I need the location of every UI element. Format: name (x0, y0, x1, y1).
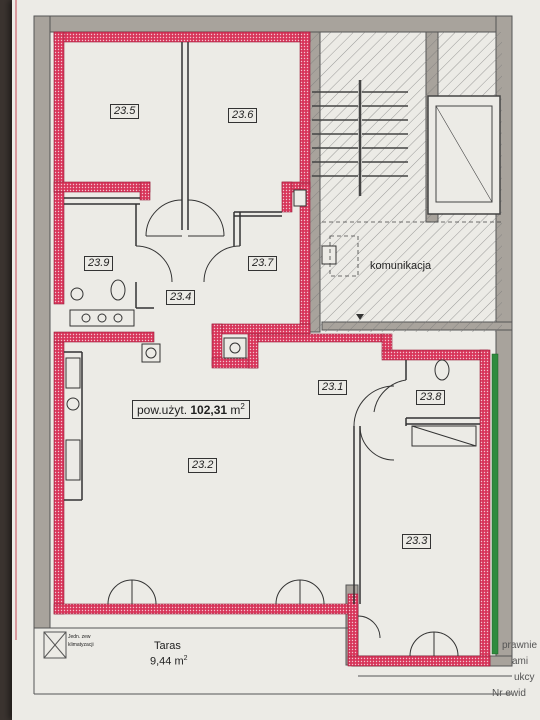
room-label-23-5: 23.5 (110, 104, 140, 119)
staircase (312, 80, 408, 196)
margin-note-4: Nr ewid (492, 688, 526, 699)
usable-area-label: pow.użyt. 102,31 m2 (132, 400, 250, 419)
floor-plan-drawing (15, 0, 513, 695)
usable-area-prefix: pow.użyt. (137, 403, 188, 417)
sanitary-fixtures (65, 189, 477, 481)
communication-dashed (322, 221, 502, 277)
floor-plan-sheet: 23.5 23.6 23.9 23.7 23.4 23.1 23.8 23.2 … (12, 0, 540, 720)
usable-area-unit-exp: 2 (240, 402, 245, 411)
apartment-walls (53, 31, 491, 667)
ac-unit-note-2: klimatyzacji (68, 642, 94, 648)
usable-area-unit: m (230, 403, 241, 417)
entry-arrow (356, 314, 364, 320)
room-label-23-3: 23.3 (402, 534, 432, 549)
terrace-doors (107, 579, 459, 657)
margin-note-3: ukcy (514, 672, 535, 683)
terrace-outline (33, 627, 512, 695)
adjacent-unit-wall (491, 353, 499, 655)
room-label-23-2: 23.2 (188, 458, 218, 473)
terrace-area: 9,44 m2 (150, 655, 188, 668)
door-swings (135, 199, 407, 461)
elevator (427, 95, 501, 215)
terrace-area-value: 9,44 m (150, 655, 184, 668)
communication-label: komunikacja (370, 260, 432, 272)
room-label-23-1: 23.1 (318, 380, 348, 395)
room-label-23-4: 23.4 (166, 290, 196, 305)
interior-partitions (64, 42, 480, 604)
margin-note-1: prawnie (502, 640, 538, 651)
margin-note-2: ami (512, 656, 529, 667)
terrace-area-exp: 2 (183, 655, 188, 662)
room-label-23-8: 23.8 (416, 390, 446, 405)
room-label-23-9: 23.9 (84, 256, 114, 271)
room-label-23-6: 23.6 (228, 108, 258, 123)
room-label-23-7: 23.7 (248, 256, 278, 271)
usable-area-value: 102,31 (190, 403, 228, 417)
terrace-name: Taras (154, 640, 181, 652)
ac-unit-note-1: Jedn. zew (68, 634, 91, 640)
